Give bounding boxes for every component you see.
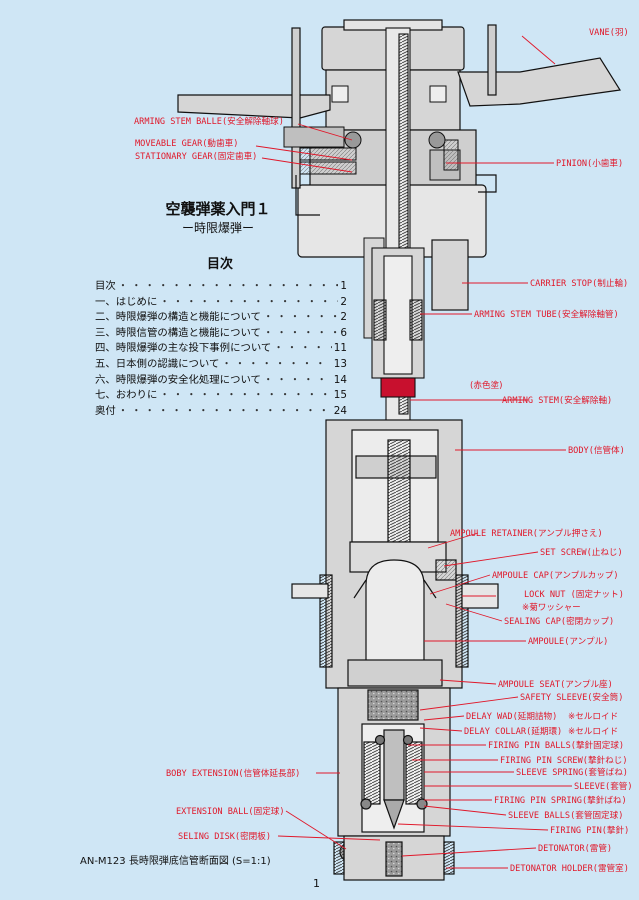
label-stationary-gear: STATIONARY GEAR(固定歯車) [135, 150, 257, 162]
part-labels: VANE(羽) ARMING STEM BALLE(安全解除軸球) MOVEAB… [134, 27, 633, 874]
label-ampoule-seat: AMPOULE SEAT(アンプル座) [498, 678, 613, 690]
toc-leader-dots: ・・・・・・・・・・・・・・・・・・・・・・・・・・・・・・ [262, 326, 338, 339]
toc-leader-dots: ・・・・・・・・・・・・・・・・・・・・・・・・・・・・・・ [117, 404, 332, 417]
fuze-body [291, 419, 499, 689]
label-vane: VANE(羽) [589, 27, 629, 38]
toc-leader-dots: ・・・・・・・・・・・・・・・・・・・・・・・・・・・・・・ [159, 295, 338, 308]
label-safety-sleeve: SAFETY SLEEVE(安全筒) [520, 691, 623, 703]
toc-entry-label: 三、時限信管の構造と機能について [95, 326, 261, 339]
toc-entry[interactable]: 二、時限爆弾の構造と機能について・・・・・・・・・・・・・・・・・・・・・・・・… [95, 310, 347, 326]
toc-leader-dots: ・・・・・・・・・・・・・・・・・・・・・・・・・・・・・・ [262, 373, 332, 386]
label-sleeve-spring: SLEEVE SPRING(套管ばね) [516, 766, 628, 778]
label-lock-nut: LOCK NUT (固定ナット) [524, 588, 624, 600]
document-subtitle: ー時限爆弾ー [181, 221, 254, 235]
label-boby-extension: BOBY EXTENSION(信管体延長部) [166, 767, 300, 779]
toc-entry-page: 1 [340, 280, 347, 292]
toc-entry-page: 13 [333, 357, 347, 370]
toc-entry-page: 2 [340, 311, 347, 324]
red-paint-band [380, 377, 416, 398]
label-firing-pin-screw: FIRING PIN SCREW(撃針ねじ) [500, 754, 628, 766]
label-delay-wad-note: ※セルロイド [568, 711, 618, 722]
label-firing-pin-spring: FIRING PIN SPRING(撃針ばね) [494, 794, 627, 806]
toc-entry-label: 一、はじめに [95, 295, 158, 308]
document-title: 空襲弾薬入門１ [165, 200, 271, 218]
label-arming-stem-tube: ARMING STEM TUBE(安全解除軸管) [474, 308, 619, 320]
toc-entry[interactable]: 五、日本側の認識について・・・・・・・・・・・・・・・・・・・・・・・・・・・・… [95, 357, 347, 373]
label-delay-collar: DELAY COLLAR(延期環) [464, 725, 562, 737]
label-red-paint: (赤色塗) [470, 379, 503, 391]
label-extension-ball: EXTENSION BALL(固定球) [176, 805, 285, 817]
label-sealing-cap: SEALING CAP(密閉カップ) [504, 615, 614, 627]
toc-entry[interactable]: 七、おわりに・・・・・・・・・・・・・・・・・・・・・・・・・・・・・・15 [95, 388, 347, 404]
toc-entry-label: 目次 [95, 280, 116, 292]
toc-entry[interactable]: 四、時限爆弾の主な投下事例について・・・・・・・・・・・・・・・・・・・・・・・… [95, 341, 347, 357]
label-delay-collar-note: ※セルロイド [568, 726, 618, 737]
toc-entry-label: 六、時限爆弾の安全化処理について [95, 373, 261, 386]
label-pinion: PINION(小歯車) [556, 157, 623, 169]
label-ampoule-retainer: AMPOULE RETAINER(アンプル押さえ) [450, 527, 603, 539]
label-sleeve: SLEEVE(套管) [574, 780, 633, 792]
toc-entry-label: 奥付 [95, 404, 116, 417]
label-ampoule: AMPOULE(アンプル) [528, 636, 608, 647]
toc-entry-label: 五、日本側の認識について [95, 357, 220, 370]
toc-leader-dots: ・・・・・・・・・・・・・・・・・・・・・・・・・・・・・・ [273, 342, 331, 355]
page-number: 1 [313, 877, 320, 890]
toc-entry-page: 24 [333, 404, 347, 417]
label-delay-wad: DELAY WAD(延期詰物) [466, 710, 557, 722]
toc-entry[interactable]: 三、時限信管の構造と機能について・・・・・・・・・・・・・・・・・・・・・・・・… [95, 326, 347, 342]
label-ampoule-cap: AMPOULE CAP(アンプルカップ) [492, 570, 619, 581]
table-of-contents: 目次・・・・・・・・・・・・・・・・・・・・・・・・・・・・・・1一、はじめに・… [95, 279, 347, 419]
label-firing-pin: FIRING PIN(撃針) [550, 824, 629, 836]
label-sleeve-balls: SLEEVE BALLS(套管固定球) [508, 809, 623, 821]
label-lock-nut-note: ※菊ワッシャー [522, 602, 581, 613]
toc-leader-dots: ・・・・・・・・・・・・・・・・・・・・・・・・・・・・・・ [159, 389, 332, 402]
label-set-screw: SET SCREW(止ねじ) [540, 546, 623, 558]
toc-leader-dots: ・・・・・・・・・・・・・・・・・・・・・・・・・・・・・・ [117, 280, 339, 292]
toc-leader-dots: ・・・・・・・・・・・・・・・・・・・・・・・・・・・・・・ [262, 311, 338, 324]
toc-entry[interactable]: 奥付・・・・・・・・・・・・・・・・・・・・・・・・・・・・・・24 [95, 404, 347, 420]
toc-entry[interactable]: 六、時限爆弾の安全化処理について・・・・・・・・・・・・・・・・・・・・・・・・… [95, 373, 347, 389]
toc-entry-label: 七、おわりに [95, 389, 158, 402]
ampoule [347, 559, 443, 687]
toc-entry-page: 6 [340, 326, 347, 339]
toc-entry[interactable]: 目次・・・・・・・・・・・・・・・・・・・・・・・・・・・・・・1 [95, 279, 347, 295]
toc-entry-page: 11 [333, 342, 347, 355]
label-detonator-holder: DETONATOR HOLDER(雷管室) [510, 862, 629, 874]
label-arming-stem: ARMING STEM(安全解除軸) [502, 394, 612, 406]
toc-entry-page: 15 [333, 389, 347, 402]
label-carrier-stop: CARRIER STOP(制止輪) [530, 277, 628, 289]
gear-assembly [283, 85, 461, 181]
label-body: BODY(信管体) [568, 444, 625, 456]
label-arming-stem-balle: ARMING STEM BALLE(安全解除軸球) [134, 115, 284, 127]
label-seling-disk: SELING DISK(密閉板) [178, 830, 271, 842]
leader-lines [255, 35, 572, 869]
toc-entry-label: 四、時限爆弾の主な投下事例について [95, 342, 272, 355]
body-extension [333, 687, 455, 881]
toc-heading: 目次 [206, 257, 233, 272]
toc-entry-page: 2 [340, 295, 347, 308]
label-detonator: DETONATOR(雷管) [538, 842, 612, 854]
figure-caption: AN-M123 長時限弾底信管断面図 (S=1:1) [80, 856, 271, 867]
toc-entry-page: 14 [333, 373, 347, 386]
toc-leader-dots: ・・・・・・・・・・・・・・・・・・・・・・・・・・・・・・ [221, 357, 331, 370]
label-firing-pin-balls: FIRING PIN BALLS(撃針固定球) [488, 739, 624, 751]
label-moveable-gear: MOVEABLE GEAR(動歯車) [135, 137, 238, 149]
toc-entry-label: 二、時限爆弾の構造と機能について [95, 311, 261, 324]
toc-entry[interactable]: 一、はじめに・・・・・・・・・・・・・・・・・・・・・・・・・・・・・・2 [95, 295, 347, 311]
